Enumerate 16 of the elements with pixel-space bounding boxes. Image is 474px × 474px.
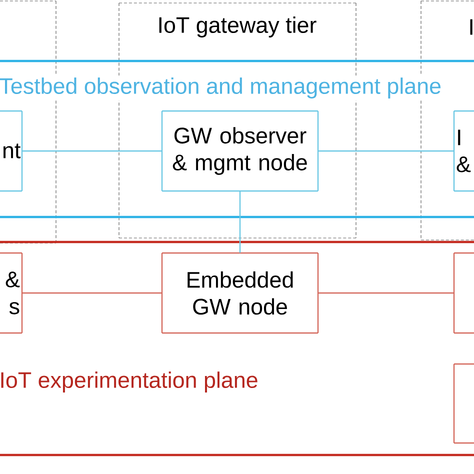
node-box: GW observer & mgmt node [161, 110, 319, 192]
connector-line [318, 292, 454, 294]
connector-line [22, 292, 162, 294]
node-box [453, 363, 474, 444]
node-box: & s [0, 252, 23, 334]
tier-title: IoT gateway tier [159, 16, 316, 38]
plane-title: IoT experimentation plane [0, 370, 260, 394]
connector-line [318, 150, 454, 152]
node-box: I & [453, 110, 474, 192]
node-box: nt [0, 110, 23, 192]
connector-line [22, 150, 162, 152]
connector-line [239, 191, 241, 253]
node-box: Embedded GW node [161, 252, 319, 334]
node-box [453, 252, 474, 334]
tier-title: I [470, 19, 472, 35]
plane-title: Testbed observation and management plane [0, 76, 444, 100]
